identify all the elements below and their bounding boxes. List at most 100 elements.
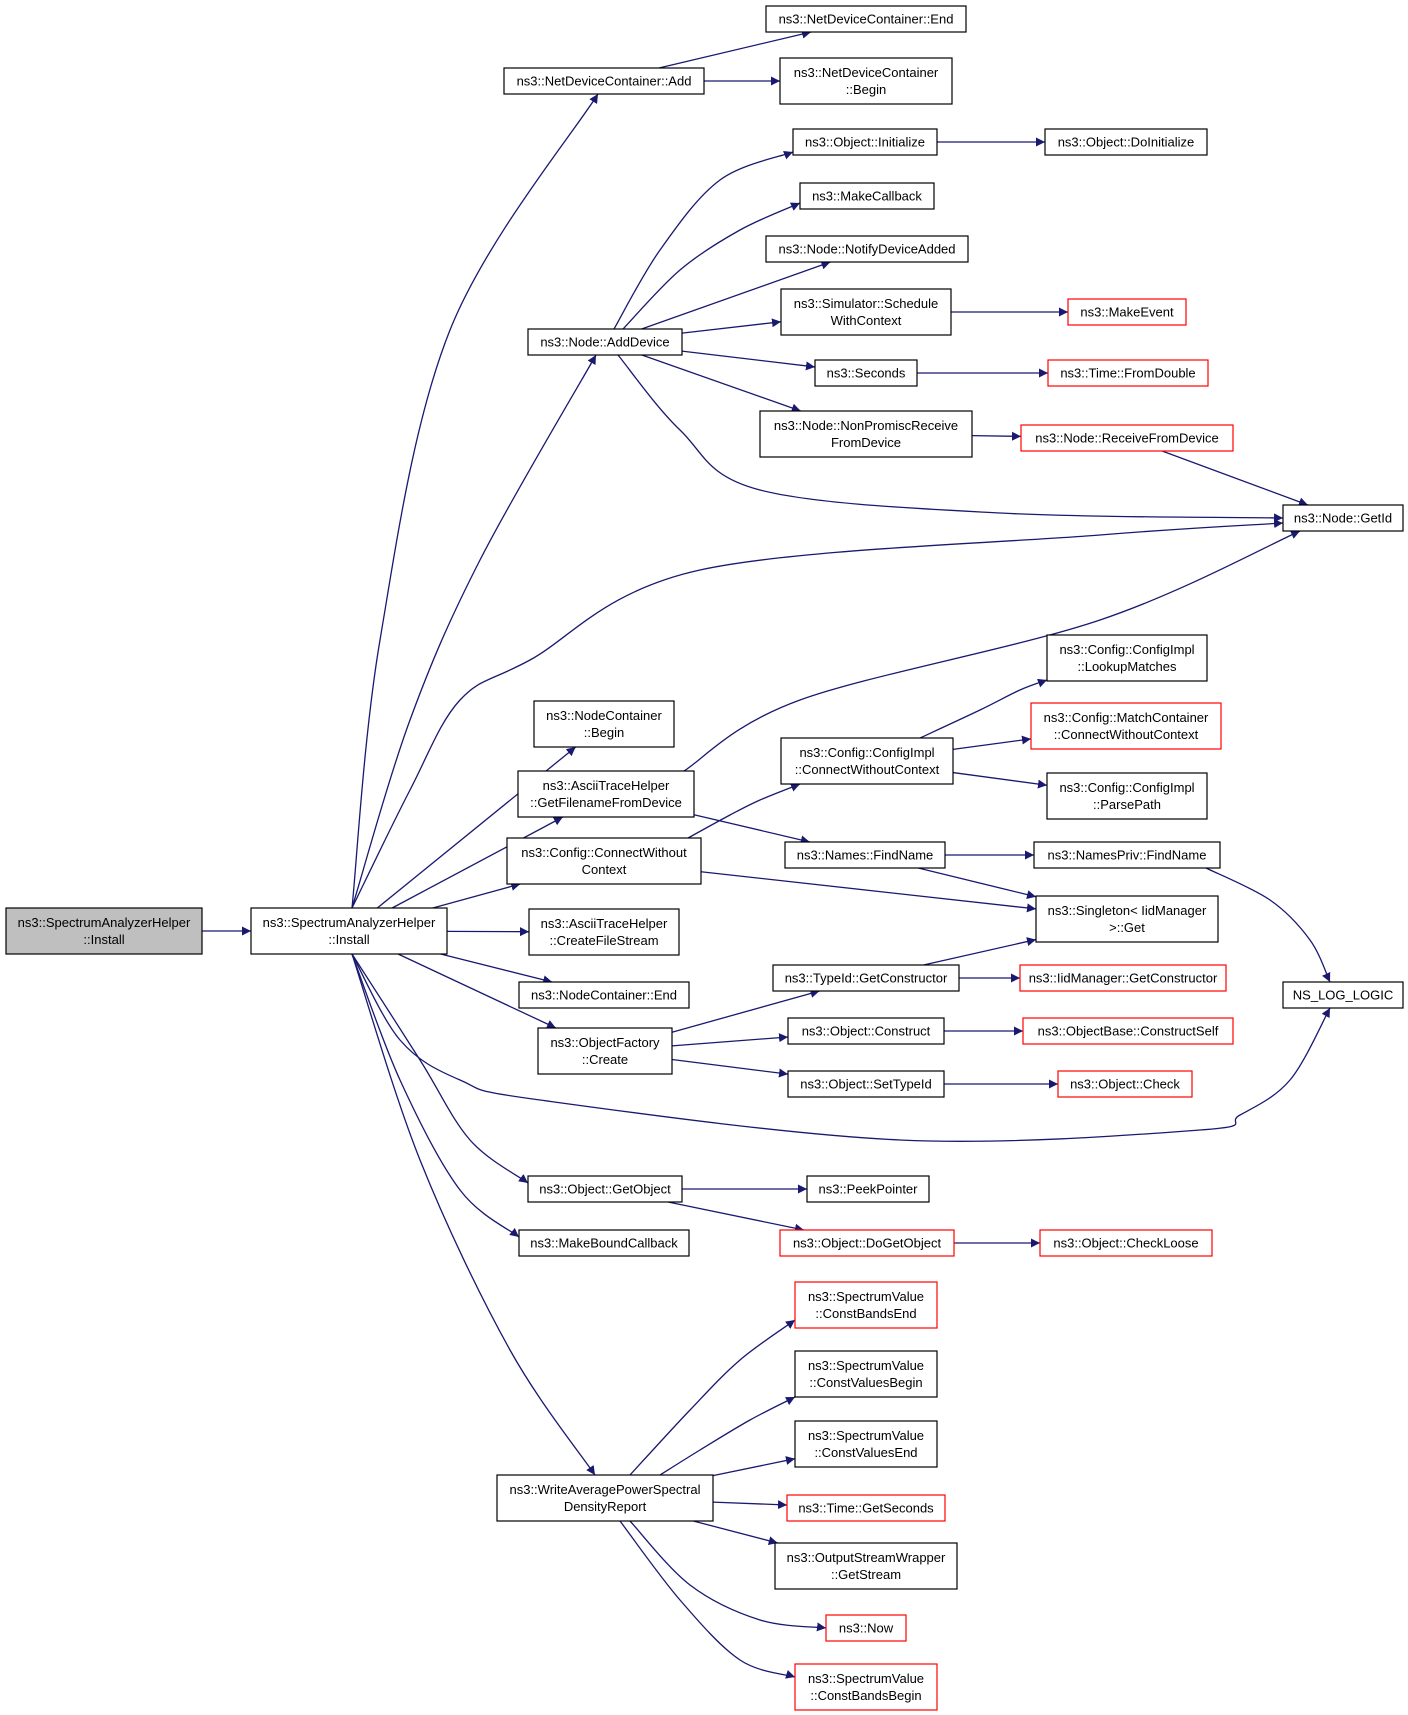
- edge-cfgimpl_cwc-to-parsepath: [952, 771, 1048, 789]
- node-label: ns3::Object::Initialize: [805, 135, 925, 150]
- edge-install-to-getid: [351, 519, 1284, 909]
- node-nc_begin[interactable]: ns3::NodeContainer::Begin: [533, 700, 675, 748]
- node-label: ns3::SpectrumValue: [808, 1428, 924, 1443]
- node-lookup[interactable]: ns3::Config::ConfigImpl::LookupMatches: [1046, 634, 1208, 682]
- node-box: [1047, 359, 1209, 387]
- node-time_getseconds[interactable]: ns3::Time::GetSeconds: [786, 1494, 946, 1522]
- node-label: ns3::SpectrumAnalyzerHelper: [18, 915, 191, 930]
- node-typeid_getctor[interactable]: ns3::TypeId::GetConstructor: [772, 964, 960, 992]
- node-label: ns3::MakeCallback: [812, 189, 922, 204]
- node-namespriv_find[interactable]: ns3::NamesPriv::FindName: [1033, 841, 1221, 869]
- node-sv_cbe[interactable]: ns3::SpectrumValue::ConstBandsEnd: [794, 1281, 938, 1329]
- node-obj_checkloose[interactable]: ns3::Object::CheckLoose: [1039, 1229, 1213, 1257]
- node-peekpointer[interactable]: ns3::PeekPointer: [806, 1175, 930, 1203]
- node-ascii_getfn[interactable]: ns3::AsciiTraceHelper::GetFilenameFromDe…: [517, 770, 695, 818]
- node-obj_settypeid[interactable]: ns3::Object::SetTypeId: [787, 1070, 945, 1098]
- node-label: ns3::Object::GetObject: [539, 1182, 671, 1197]
- node-sv_cbb[interactable]: ns3::SpectrumValue::ConstBandsBegin: [794, 1663, 938, 1711]
- node-label: ::ConnectWithoutContext: [795, 762, 940, 777]
- edge-install-to-write_psd: [351, 953, 596, 1476]
- node-box: [794, 1281, 938, 1329]
- node-makeevent[interactable]: ns3::MakeEvent: [1067, 298, 1187, 326]
- edge-write_psd-to-osw_getstream: [693, 1520, 778, 1546]
- node-label: ns3::IidManager::GetConstructor: [1029, 971, 1218, 986]
- node-obj_init[interactable]: ns3::Object::Initialize: [792, 128, 938, 156]
- node-ascii_create[interactable]: ns3::AsciiTraceHelper::CreateFileStream: [528, 908, 680, 956]
- node-makecallback[interactable]: ns3::MakeCallback: [799, 182, 935, 210]
- node-label: ns3::NetDeviceContainer::End: [779, 12, 954, 27]
- edge-install-to-nc_end: [440, 953, 553, 985]
- node-label: ns3::Node::NonPromiscReceive: [774, 418, 958, 433]
- node-nc_end[interactable]: ns3::NodeContainer::End: [518, 981, 690, 1009]
- node-obj_construct[interactable]: ns3::Object::Construct: [787, 1017, 945, 1045]
- edge-adddevice-to-getid: [617, 354, 1284, 523]
- node-recvfromdev[interactable]: ns3::Node::ReceiveFromDevice: [1020, 424, 1234, 452]
- node-label: ns3::AsciiTraceHelper: [541, 916, 668, 931]
- node-install[interactable]: ns3::SpectrumAnalyzerHelper::Install: [250, 907, 448, 955]
- node-singleton_get[interactable]: ns3::Singleton< IidManager >::Get: [1035, 895, 1219, 943]
- node-makeboundcallback[interactable]: ns3::MakeBoundCallback: [518, 1229, 690, 1257]
- node-obj_dogetobject[interactable]: ns3::Object::DoGetObject: [779, 1229, 955, 1257]
- node-obj_check[interactable]: ns3::Object::Check: [1057, 1070, 1193, 1098]
- node-label: ::ConnectWithoutContext: [1054, 727, 1199, 742]
- node-label: ns3::SpectrumValue: [808, 1289, 924, 1304]
- node-box: [1057, 1070, 1193, 1098]
- node-adddevice[interactable]: ns3::Node::AddDevice: [527, 328, 683, 356]
- node-iid_getctor[interactable]: ns3::IidManager::GetConstructor: [1019, 964, 1227, 992]
- edge-adddevice-to-nonpromisc: [641, 354, 801, 413]
- node-label: WithContext: [831, 313, 902, 328]
- edge-install-to-ascii_getfn: [391, 816, 564, 909]
- edge-objfactory_create-to-typeid_getctor: [671, 989, 820, 1033]
- node-obj_getobject[interactable]: ns3::Object::GetObject: [527, 1175, 683, 1203]
- node-label: ns3::ObjectFactory: [550, 1035, 660, 1050]
- node-label: ::GetFilenameFromDevice: [530, 795, 682, 810]
- node-box: [1282, 981, 1404, 1009]
- node-names_find[interactable]: ns3::Names::FindName: [784, 841, 946, 869]
- node-root[interactable]: ns3::SpectrumAnalyzerHelper::Install: [5, 907, 203, 955]
- node-box: [825, 1614, 907, 1642]
- node-ndc_end[interactable]: ns3::NetDeviceContainer::End: [765, 5, 967, 33]
- node-cfg_cwc[interactable]: ns3::Config::ConnectWithoutContext: [506, 837, 702, 885]
- node-label: ::ParsePath: [1093, 797, 1161, 812]
- node-label: ns3::Time::GetSeconds: [798, 1501, 934, 1516]
- node-sv_cve[interactable]: ns3::SpectrumValue::ConstValuesEnd: [794, 1420, 938, 1468]
- node-objbase_constructself[interactable]: ns3::ObjectBase::ConstructSelf: [1022, 1017, 1234, 1045]
- node-osw_getstream[interactable]: ns3::OutputStreamWrapper::GetStream: [774, 1542, 958, 1590]
- node-cfgimpl_cwc[interactable]: ns3::Config::ConfigImpl::ConnectWithoutC…: [780, 737, 954, 785]
- node-ndc_begin[interactable]: ns3::NetDeviceContainer::Begin: [779, 57, 953, 105]
- node-label: ns3::Object::DoInitialize: [1058, 135, 1195, 150]
- node-ndc_add[interactable]: ns3::NetDeviceContainer::Add: [503, 67, 705, 95]
- node-now[interactable]: ns3::Now: [825, 1614, 907, 1642]
- node-label: ns3::Object::CheckLoose: [1053, 1236, 1198, 1251]
- node-box: [537, 1027, 673, 1075]
- node-box: [527, 1175, 683, 1203]
- node-match_cwc[interactable]: ns3::Config::MatchContainer::ConnectWith…: [1030, 702, 1222, 750]
- node-getid[interactable]: ns3::Node::GetId: [1282, 504, 1404, 532]
- node-obj_doinit[interactable]: ns3::Object::DoInitialize: [1044, 128, 1208, 156]
- node-notify_dev[interactable]: ns3::Node::NotifyDeviceAdded: [765, 235, 969, 263]
- node-label: ns3::Seconds: [827, 366, 906, 381]
- node-sv_cvb[interactable]: ns3::SpectrumValue::ConstValuesBegin: [794, 1350, 938, 1398]
- node-box: [794, 1420, 938, 1468]
- node-label: ns3::WriteAveragePowerSpectral: [509, 1482, 700, 1497]
- node-objfactory_create[interactable]: ns3::ObjectFactory::Create: [537, 1027, 673, 1075]
- edge-install-to-cfg_cwc: [432, 882, 521, 909]
- node-box: [1046, 634, 1208, 682]
- node-label: ::ConstBandsEnd: [815, 1306, 916, 1321]
- node-box: [1022, 1017, 1234, 1045]
- node-box: [506, 837, 702, 885]
- node-label: ns3::Time::FromDouble: [1060, 366, 1195, 381]
- node-label: ::Install: [83, 932, 124, 947]
- node-box: [759, 410, 973, 458]
- node-write_psd[interactable]: ns3::WriteAveragePowerSpectralDensityRep…: [496, 1474, 714, 1522]
- node-fromdouble[interactable]: ns3::Time::FromDouble: [1047, 359, 1209, 387]
- node-label: ns3::SpectrumValue: [808, 1358, 924, 1373]
- node-seconds[interactable]: ns3::Seconds: [814, 359, 918, 387]
- node-label: ::LookupMatches: [1077, 659, 1177, 674]
- node-ns_log_logic[interactable]: NS_LOG_LOGIC: [1282, 981, 1404, 1009]
- edge-adddevice-to-obj_init: [613, 151, 794, 330]
- node-parsepath[interactable]: ns3::Config::ConfigImpl::ParsePath: [1046, 772, 1208, 820]
- node-label: Context: [582, 862, 627, 877]
